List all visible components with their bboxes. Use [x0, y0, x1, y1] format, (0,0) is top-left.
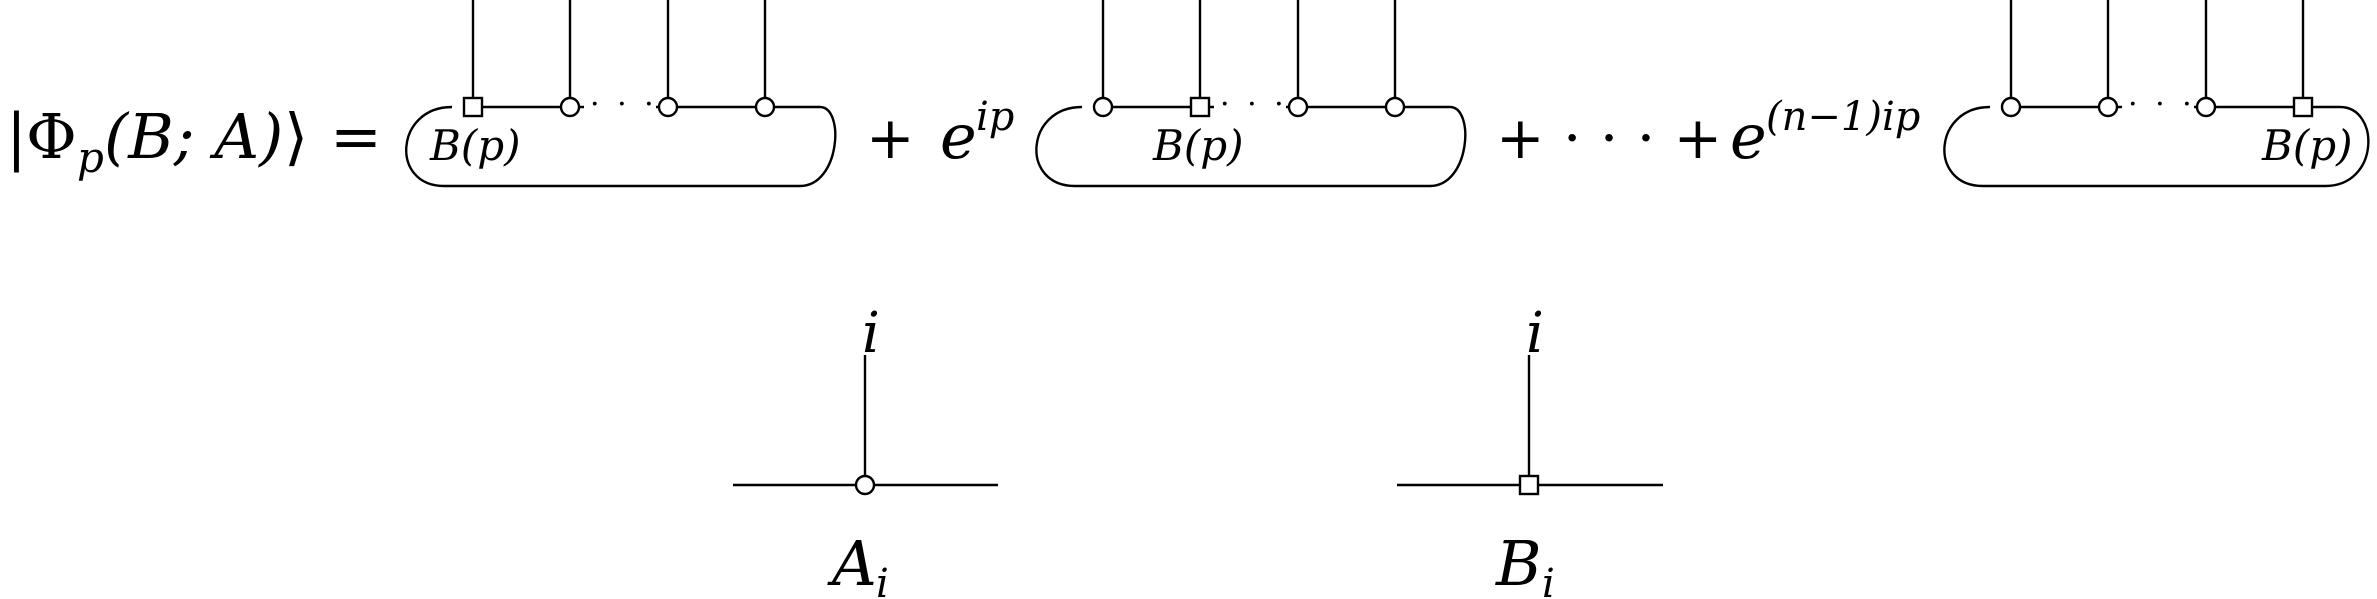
ket-rangle: ⟩: [284, 100, 308, 173]
a-tensor-node: [1092, 96, 1114, 118]
b-tensor-node: [2292, 96, 2314, 118]
a-tensor-node: [2195, 96, 2217, 118]
a-tensor-node: [854, 474, 876, 496]
periodic-loop: [1035, 105, 1467, 188]
phi-symbol: Φ: [26, 100, 77, 173]
b-tensor-name: B: [1495, 527, 1542, 599]
ellipsis-dots: · · ·: [2128, 87, 2196, 122]
dots-gap: [1214, 96, 1286, 118]
a-tensor-node: [1384, 96, 1406, 118]
a-tensor-node: [1287, 96, 1309, 118]
b-p-label: B(p): [429, 121, 521, 170]
ket-bar: |: [6, 100, 27, 173]
ket-arguments: (B; A): [104, 100, 283, 173]
b-tensor-node: [1189, 96, 1211, 118]
a-tensor-node: [754, 96, 776, 118]
a-tensor-name: A: [827, 527, 877, 599]
equals-sign: =: [330, 100, 382, 173]
phase-factor-exponent: ip: [976, 94, 1014, 140]
phase-factor-base: e: [1730, 100, 1767, 173]
a-tensor-subscript: i: [876, 561, 889, 599]
dots-gap: [2122, 96, 2194, 118]
b-tensor-subscript: i: [1542, 561, 1555, 599]
legend-b-tensor: i B i: [1397, 301, 1663, 599]
a-tensor-node: [559, 96, 581, 118]
phase-factor-exponent: (n−1)ip: [1766, 94, 1920, 140]
mps-term-1: · · · B(p): [405, 0, 837, 188]
mps-term-2: · · · B(p): [1035, 0, 1467, 188]
phase-factor-base: e: [940, 100, 977, 173]
b-p-label: B(p): [2261, 121, 2353, 170]
physical-index-label: i: [1526, 301, 1544, 366]
b-tensor-node: [1518, 474, 1540, 496]
periodic-loop: [405, 105, 837, 188]
a-tensor-node: [2000, 96, 2022, 118]
ellipsis-dots: · · ·: [590, 87, 658, 122]
b-tensor-node: [462, 96, 484, 118]
b-p-label: B(p): [1152, 121, 1244, 170]
mps-term-n: · · · B(p): [1943, 0, 2370, 188]
physical-index-label: i: [862, 301, 880, 366]
plus-dots-plus: + · · · +: [1496, 104, 1722, 172]
ellipsis-dots: · · ·: [1220, 87, 1288, 122]
plus-sign: +: [866, 104, 915, 172]
a-tensor-node: [657, 96, 679, 118]
a-tensor-node: [2097, 96, 2119, 118]
lhs-ket: | Φ p (B; A) ⟩ =: [6, 100, 382, 182]
dots-gap: [584, 96, 656, 118]
periodic-loop: [1943, 105, 2370, 188]
phi-subscript: p: [77, 133, 104, 182]
legend-a-tensor: i A i: [733, 301, 998, 599]
